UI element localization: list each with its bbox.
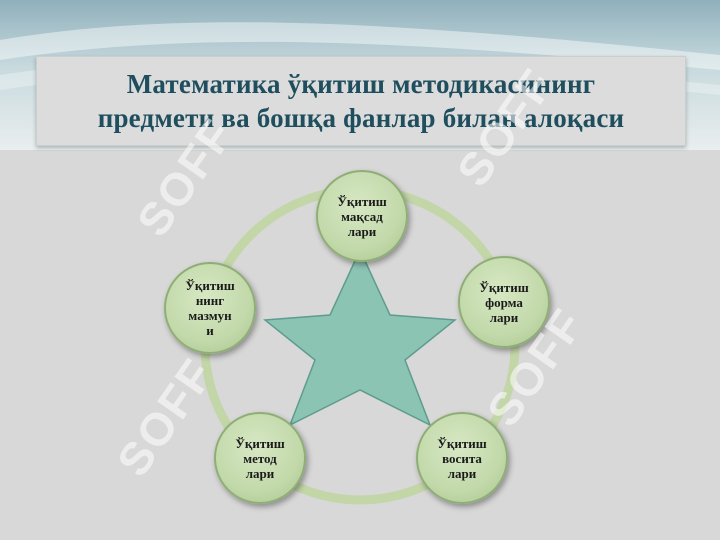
node-forms: Ўқитиш форма лари [458, 256, 550, 348]
node-forms-line-2: форма [485, 294, 523, 310]
node-means-line-2: восита [442, 450, 482, 466]
node-means-line-3: лари [447, 465, 477, 481]
title-line-1: Математика ўқитиш методикасининг [126, 69, 596, 99]
node-methods-line-3: лари [245, 465, 275, 481]
node-goals-line-3: лари [347, 223, 377, 239]
node-means-line-1: Ўқитиш [437, 435, 487, 451]
node-content-line-3: мазмун [188, 308, 232, 323]
node-forms-line-3: лари [489, 309, 519, 325]
node-methods-line-1: Ўқитиш [235, 435, 285, 451]
node-content-line-4: и [206, 323, 214, 338]
node-goals-line-2: мақсад [341, 208, 383, 224]
node-methods-line-2: метод [243, 450, 277, 466]
title-line-2: предмети ва бошқа фанлар билан алоқаси [97, 103, 625, 133]
node-means: Ўқитиш восита лари [416, 412, 508, 504]
node-goals-line-1: Ўқитиш [337, 193, 387, 209]
node-forms-line-1: Ўқитиш [479, 279, 529, 295]
node-goals: Ўқитиш мақсад лари [316, 170, 408, 262]
node-methods: Ўқитиш метод лари [214, 412, 306, 504]
node-content-line-2: нинг [195, 293, 225, 308]
node-content-line-1: Ўқитиш [185, 278, 235, 293]
center-star [263, 248, 457, 427]
title-box: Математика ўқитиш методикасининг предмет… [36, 56, 686, 146]
node-content: Ўқитиш нинг мазмун и [164, 262, 256, 354]
